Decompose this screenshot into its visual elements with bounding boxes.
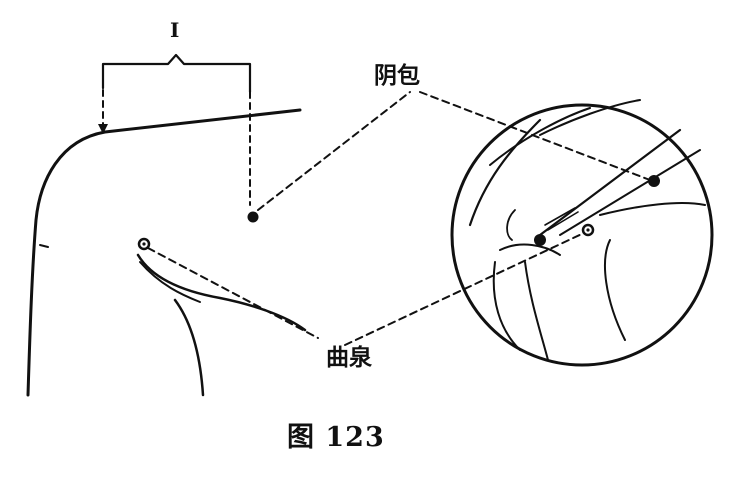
measure-label: I bbox=[170, 18, 180, 42]
inner-leg-line bbox=[139, 261, 201, 303]
leader-yinbao-inset bbox=[419, 91, 651, 181]
knee-crease bbox=[39, 244, 49, 248]
measure-arrow-icon bbox=[98, 124, 108, 134]
yinbao-point-main bbox=[247, 211, 259, 223]
yinbao-point-inset bbox=[648, 175, 660, 187]
measure-bracket bbox=[101, 53, 252, 94]
ququan-label: 曲泉 bbox=[326, 344, 372, 371]
leader-ququan-inset bbox=[344, 231, 587, 346]
thigh-outline bbox=[26, 108, 302, 397]
calf-outline bbox=[173, 298, 205, 397]
popliteal-fold bbox=[136, 253, 307, 332]
knee-marker-inset bbox=[534, 234, 546, 246]
yinbao-label: 阴包 bbox=[374, 62, 420, 89]
figure-caption: 图 123 bbox=[287, 422, 385, 453]
ququan-point-main bbox=[137, 237, 151, 251]
ququan-point-inset bbox=[581, 223, 595, 237]
leader-yinbao-main bbox=[257, 91, 411, 211]
inset-circle bbox=[450, 103, 714, 367]
leader-ququan-main bbox=[147, 247, 319, 339]
inset-anatomy bbox=[468, 99, 706, 361]
